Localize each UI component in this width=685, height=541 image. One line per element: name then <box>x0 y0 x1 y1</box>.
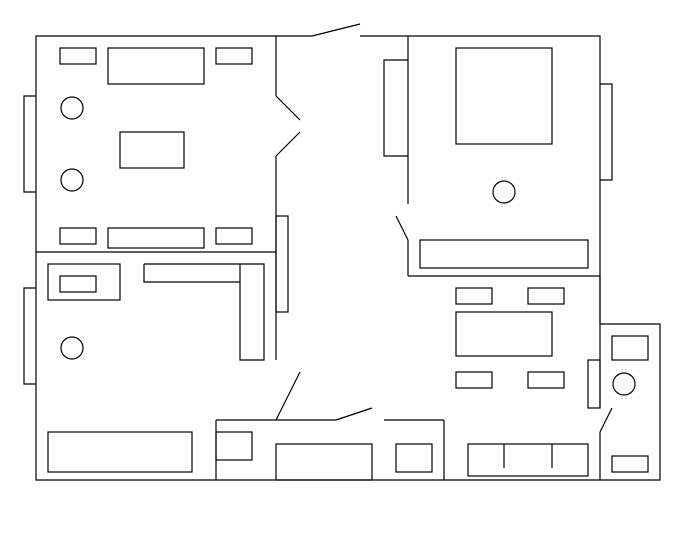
door-top-left-lower[interactable] <box>275 131 301 157</box>
interior-walls <box>36 36 601 480</box>
exterior-walls <box>35 35 661 481</box>
entrance-door[interactable] <box>311 23 361 37</box>
door-top-right-room[interactable] <box>395 215 409 241</box>
chair-round <box>492 180 516 204</box>
table <box>119 131 185 169</box>
wardrobe <box>383 59 408 157</box>
window-right <box>600 83 613 181</box>
kitchen-counter <box>467 443 589 477</box>
cabinet-inner <box>59 275 97 293</box>
doors <box>275 95 613 433</box>
door-left-room[interactable] <box>275 371 301 421</box>
desk-long <box>419 239 589 269</box>
bottom-strip <box>215 431 589 481</box>
cabinet <box>107 227 205 249</box>
box-small <box>215 431 253 461</box>
room-right <box>455 287 601 409</box>
door-bathroom[interactable] <box>599 407 613 433</box>
toilet <box>612 372 636 396</box>
corridor-cabinet <box>275 215 289 313</box>
sink-cabinet <box>611 335 649 361</box>
shelf-small <box>215 227 253 245</box>
room-left <box>47 263 265 473</box>
dining-table <box>455 311 553 357</box>
l-shaped-desk <box>143 263 265 361</box>
chair <box>527 287 565 305</box>
chair <box>455 371 493 389</box>
chair-round <box>60 336 84 360</box>
chair-round <box>60 168 84 192</box>
windows <box>23 83 613 385</box>
room-top-left <box>59 47 253 249</box>
bed-double <box>455 47 553 145</box>
room-top-right <box>383 47 589 269</box>
door-top-left-upper[interactable] <box>275 95 301 121</box>
window-left-lower <box>23 287 36 385</box>
radiator <box>587 359 601 409</box>
bathroom <box>611 335 649 473</box>
shelf-small <box>59 227 97 245</box>
outer-wall <box>35 35 661 481</box>
shelf-small <box>215 47 253 65</box>
cabinet-outer <box>47 263 121 301</box>
door-bottom-room[interactable] <box>335 407 373 421</box>
chair-round <box>60 96 84 120</box>
desk <box>107 47 205 85</box>
chair <box>527 371 565 389</box>
counter <box>275 443 373 481</box>
bed <box>47 431 193 473</box>
box-square <box>395 443 433 473</box>
chair <box>455 287 493 305</box>
window-left-upper <box>23 95 36 193</box>
bath-mat <box>611 455 649 473</box>
shelf-small <box>59 47 97 65</box>
